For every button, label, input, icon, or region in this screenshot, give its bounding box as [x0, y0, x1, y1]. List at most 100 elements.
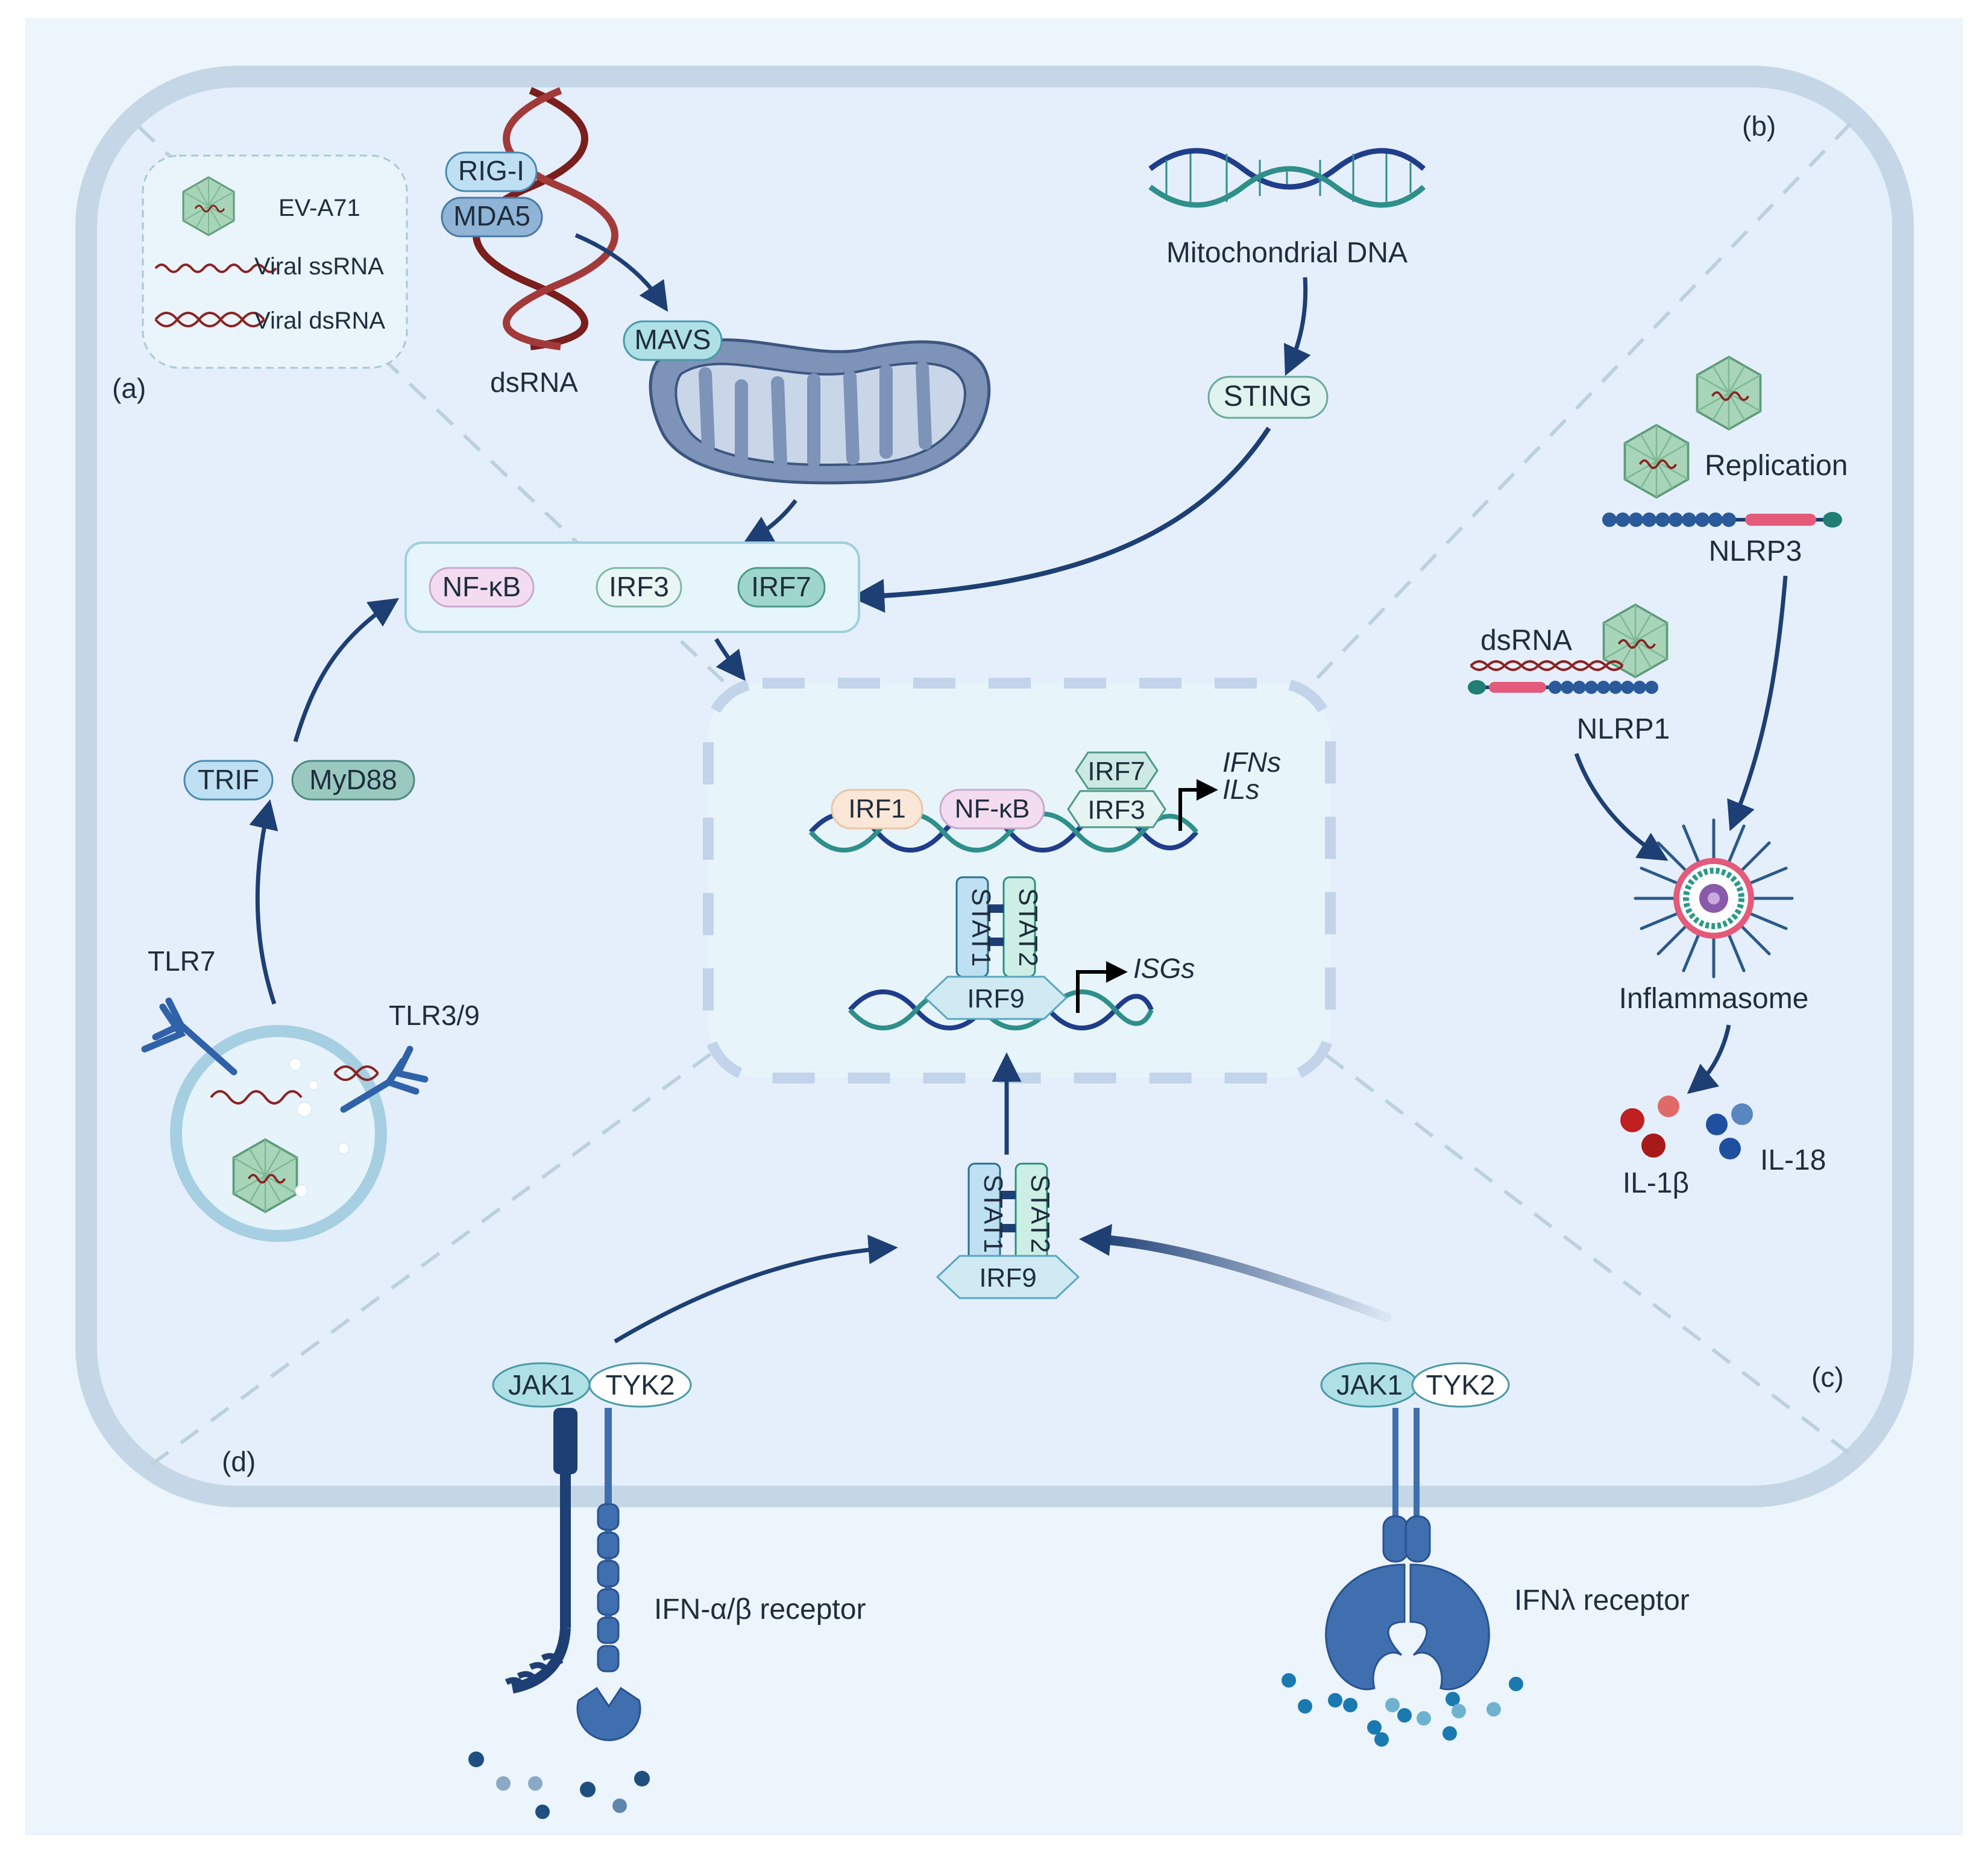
irf9-hex: [936, 1255, 1080, 1299]
legend-virus-label: EV-A71: [278, 195, 360, 221]
nuc-stat-complex: [955, 876, 1036, 978]
arrow-ifnl-stat-head: [1079, 1224, 1112, 1256]
ifnl-receptor-icon: [1325, 1408, 1490, 1691]
trif-label: TRIF: [198, 764, 259, 795]
nuc-stat1-label: STAT1: [966, 888, 996, 966]
jak1-a-label: JAK1: [508, 1369, 574, 1401]
nuc-irf3-hex: [1067, 790, 1166, 828]
nuc-nfkb-pill: [939, 789, 1045, 830]
nuc-irf7-label: IRF7: [1087, 757, 1145, 786]
ssrna-icon: [154, 263, 277, 273]
tyk2-a-pill: [588, 1362, 692, 1408]
inflammasome-dsrna-label: dsRNA: [1480, 625, 1572, 657]
nuc-irf7-hex: [1075, 751, 1159, 790]
myd88-label: MyD88: [309, 764, 397, 795]
dsrna-icon: [154, 312, 265, 327]
legend: EV-A71 Viral ssRNA Viral dsRNA: [142, 154, 408, 369]
ifnl-receptor-label: IFNλ receptor: [1514, 1584, 1690, 1616]
ifnab-receptor-icon: [505, 1408, 641, 1741]
legend-dsrna-label: Viral dsRNA: [254, 307, 385, 334]
ifnab-ligands: [468, 1752, 650, 1819]
dsrna-label: dsRNA: [490, 367, 578, 398]
tf-nfkb-label: NF-κB: [442, 571, 521, 602]
tlr39-label: TLR3/9: [389, 1000, 480, 1031]
tyk2-b-label: TYK2: [1426, 1369, 1495, 1401]
legend-ssrna-label: Viral ssRNA: [254, 253, 384, 280]
nuc-irf1-label: IRF1: [848, 794, 905, 824]
arrow-nlrp3-inflammasome: [1727, 575, 1788, 831]
arrow-sting-tfbox: [851, 426, 1271, 613]
jak1-b-label: JAK1: [1336, 1369, 1403, 1401]
nlrp3-icon: [1602, 512, 1842, 528]
sting-label: STING: [1224, 380, 1312, 412]
arrow-nlrp1-inflammasome: [1574, 752, 1669, 861]
panel-dividers: [137, 122, 1858, 1467]
replication-label: Replication: [1705, 450, 1848, 482]
panel-label-d: (d): [222, 1446, 256, 1477]
rigi-label: RIG-I: [458, 155, 524, 186]
ifnl-ligands: [1282, 1673, 1523, 1747]
nuc-irf9-label: IRF9: [967, 984, 1024, 1014]
rigi-pill: [445, 151, 538, 192]
nuc-irf3-label: IRF3: [1087, 795, 1145, 825]
mavs-label: MAVS: [635, 324, 711, 355]
arrow-mda5-mavs: [574, 233, 668, 312]
inflammasome-icon: [1634, 818, 1794, 979]
mitochondrial-dna-label: Mitochondrial DNA: [1166, 237, 1408, 269]
nlrp1-icon: [1468, 680, 1658, 695]
tf-irf3-label: IRF3: [609, 571, 669, 602]
trif-pill: [183, 760, 274, 801]
nlrp1-label: NLRP1: [1577, 713, 1670, 745]
nucleus-dna-1-icon: [808, 812, 1199, 853]
tlr39-receptor-icon: [340, 1045, 429, 1113]
il18-cytokines-icon: [1706, 1103, 1753, 1159]
endosome-icon: [170, 1025, 387, 1242]
panel-label-c: (c): [1811, 1361, 1844, 1393]
mavs-pill: [623, 320, 723, 361]
arrow-ifnab-stat: [614, 1234, 898, 1344]
arrow-mito-tfbox: [743, 499, 797, 544]
mda5-label: MDA5: [453, 200, 530, 232]
tf-irf7-pill: [737, 567, 826, 608]
ifnab-receptor-label: IFN-α/β receptor: [654, 1594, 866, 1625]
tf-irf3-pill: [596, 567, 682, 608]
isgs-label: ISGs: [1133, 953, 1195, 984]
il1b-cytokines-icon: [1620, 1096, 1679, 1158]
arrow-endosome-trif: [249, 799, 278, 1005]
tlr7-label: TLR7: [148, 945, 215, 977]
panel-label-a: (a): [112, 373, 146, 404]
tyk2-b-pill: [1411, 1362, 1510, 1408]
transcription-arrow-isgs: [1076, 961, 1128, 1013]
stat2-label: STAT2: [1025, 1175, 1055, 1253]
arrow-mtdna-sting: [1283, 277, 1311, 376]
il1b-label: IL-1β: [1623, 1167, 1689, 1199]
nuc-irf9-hex: [923, 976, 1068, 1020]
irf9-label: IRF9: [979, 1263, 1036, 1293]
panel-label-b: (b): [1742, 110, 1776, 142]
arrow-tfbox-nucleus: [714, 638, 746, 681]
ils-label: ILs: [1222, 774, 1259, 805]
mitochondrial-dna-icon: [1148, 148, 1426, 208]
stat1-label: STAT1: [978, 1175, 1008, 1253]
inflammasome-label: Inflammasome: [1619, 983, 1809, 1015]
transcription-arrow-ifns: [1178, 779, 1218, 831]
tyk2-a-label: TYK2: [605, 1369, 675, 1401]
arrow-trif-tfbox: [293, 598, 400, 743]
il18-label: IL-18: [1760, 1144, 1826, 1176]
nuc-nfkb-label: NF-κB: [955, 794, 1030, 824]
tlr7-receptor-icon: [141, 997, 237, 1076]
mda5-pill: [441, 197, 543, 238]
mitochondrion-icon: [649, 338, 991, 485]
nuc-irf1-pill: [831, 789, 923, 830]
tf-nfkb-pill: [429, 567, 535, 608]
inflammasome-dsrna-icon: [1470, 660, 1624, 671]
myd88-pill: [291, 760, 415, 801]
tf-irf7-label: IRF7: [751, 571, 811, 602]
arrow-inflammasome-cytokines: [1687, 1024, 1731, 1094]
nuc-stat2-label: STAT2: [1013, 888, 1043, 966]
ifns-label: IFNs: [1222, 746, 1281, 778]
nlrp3-label: NLRP3: [1709, 535, 1802, 567]
sting-pill: [1207, 376, 1329, 419]
arrow-ifnl-stat: [1092, 1234, 1391, 1322]
